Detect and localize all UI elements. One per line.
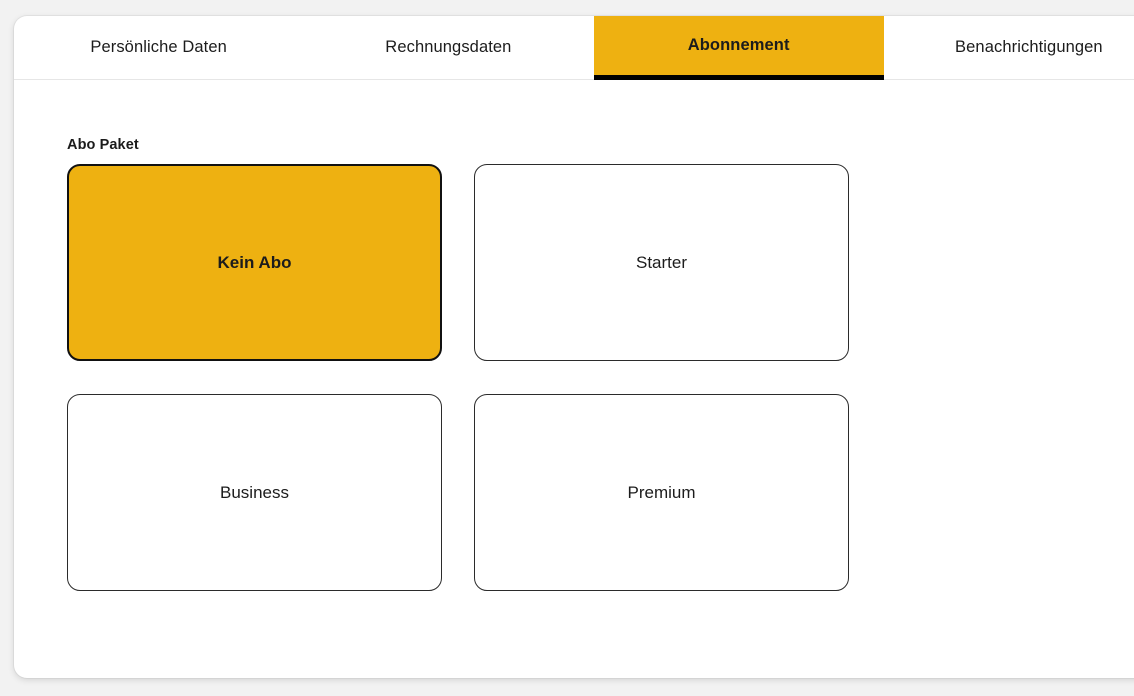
plan-card-starter[interactable]: Starter xyxy=(474,164,849,361)
plan-card-premium[interactable]: Premium xyxy=(474,394,849,591)
settings-panel: Persönliche Daten Rechnungsdaten Abonnem… xyxy=(14,16,1134,678)
tab-bar: Persönliche Daten Rechnungsdaten Abonnem… xyxy=(14,16,1134,80)
tab-notifications[interactable]: Benachrichtigungen xyxy=(884,16,1134,79)
tab-personal-data[interactable]: Persönliche Daten xyxy=(14,16,303,79)
section-title-abo-paket: Abo Paket xyxy=(67,137,139,153)
tab-subscription[interactable]: Abonnement xyxy=(593,16,884,80)
tab-billing-data[interactable]: Rechnungsdaten xyxy=(303,16,593,79)
plan-card-kein-abo[interactable]: Kein Abo xyxy=(67,164,442,361)
plan-options-grid: Kein Abo Starter Business Premium xyxy=(67,164,849,591)
plan-card-business[interactable]: Business xyxy=(67,394,442,591)
tab-panel-subscription: Abo Paket Kein Abo Starter Business Prem… xyxy=(14,80,1134,621)
